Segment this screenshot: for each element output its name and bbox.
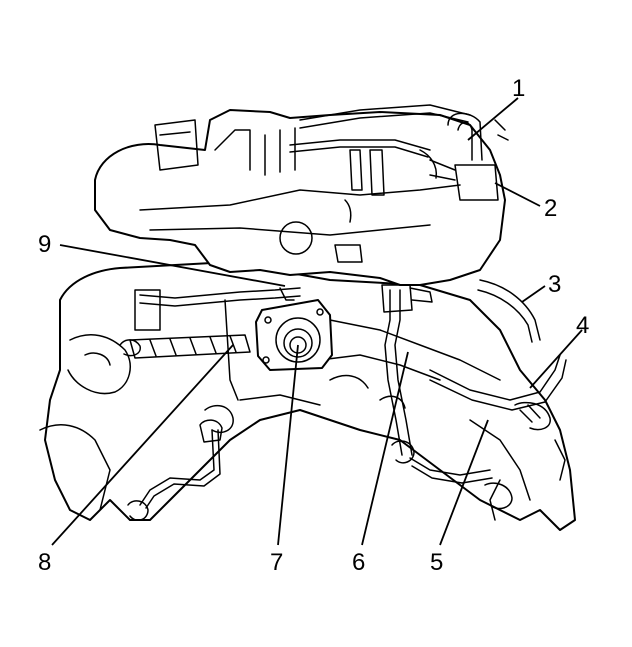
engine-block — [39, 261, 576, 531]
vacuum-tubes — [289, 104, 509, 201]
leader-4 — [529, 329, 583, 389]
callout-3: 3 — [548, 271, 561, 298]
intake-manifold — [94, 109, 506, 286]
leader-1 — [467, 97, 519, 141]
callout-2: 2 — [544, 195, 557, 222]
callout-7: 7 — [270, 549, 283, 576]
callout-9: 9 — [38, 231, 51, 258]
right-side-hoses — [429, 279, 567, 431]
callout-4: 4 — [576, 312, 589, 339]
leader-6 — [361, 351, 409, 546]
wiring-harness — [119, 287, 301, 521]
leader-2 — [494, 182, 541, 207]
throttle-actuator — [255, 299, 333, 371]
callout-leaders — [51, 97, 583, 546]
lower-hoses — [381, 284, 513, 510]
callout-6: 6 — [352, 549, 365, 576]
callout-5: 5 — [430, 549, 443, 576]
leader-8 — [51, 344, 234, 546]
callout-labels: 1 2 3 4 5 6 7 8 9 — [38, 75, 589, 576]
leader-3 — [521, 285, 546, 303]
callout-8: 8 — [38, 549, 51, 576]
callout-1: 1 — [512, 75, 525, 102]
leader-5 — [439, 419, 489, 546]
leader-9 — [59, 244, 286, 287]
leader-7 — [277, 344, 299, 546]
